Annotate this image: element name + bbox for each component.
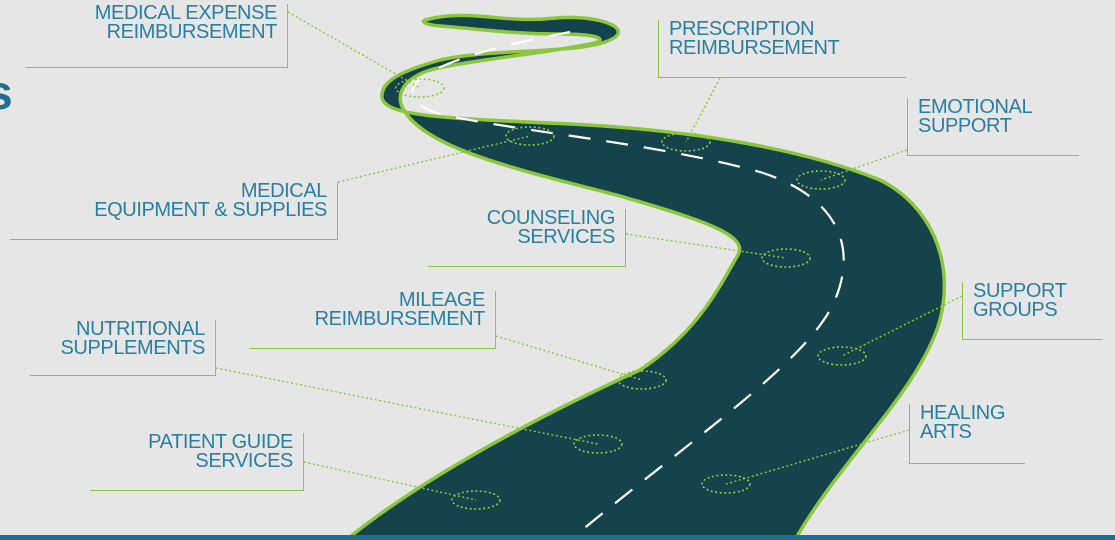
label-line: HEALING (920, 402, 1006, 424)
milestone-medical-equipment (505, 126, 555, 146)
label-patient-guide-services: PATIENT GUIDE SERVICES (90, 431, 304, 491)
label-line: COUNSELING (486, 207, 616, 229)
label-medical-expense-reimbursement: MEDICAL EXPENSE REIMBURSEMENT (26, 2, 288, 68)
label-line: SUPPORT (918, 115, 1012, 137)
label-prescription-reimbursement: PRESCRIPTION REIMBURSEMENT (658, 18, 906, 78)
label-line: EMOTIONAL (918, 96, 1033, 118)
connector-mileage (495, 335, 643, 381)
label-line: REIMBURSEMENT (669, 37, 840, 59)
label-line: MEDICAL (240, 180, 328, 202)
label-mileage-reimbursement: MILEAGE REIMBURSEMENT (250, 289, 496, 349)
label-medical-equipment-supplies: MEDICAL EQUIPMENT & SUPPLIES (10, 180, 338, 240)
label-line: MILEAGE (398, 289, 486, 311)
label-line: PATIENT GUIDE (148, 431, 293, 453)
bottom-accent-bar (0, 535, 1115, 540)
label-line: PRESCRIPTION (669, 18, 815, 40)
label-nutritional-supplements: NUTRITIONAL SUPPLEMENTS (30, 318, 216, 376)
road-lane-markings (411, 30, 845, 540)
label-line: SUPPLEMENTS (60, 337, 205, 359)
label-line: REIMBURSEMENT (106, 21, 278, 43)
milestone-healing-arts (701, 474, 751, 494)
milestone-medical-expense (395, 78, 445, 98)
label-counseling-services: COUNSELING SERVICES (428, 207, 626, 267)
label-line: MEDICAL EXPENSE (94, 2, 278, 24)
label-line: SUPPORT (973, 280, 1067, 302)
connector-medical-expense (287, 11, 421, 89)
label-line: GROUPS (973, 299, 1058, 321)
milestone-prescription (661, 132, 711, 152)
milestone-counseling (761, 248, 811, 268)
connector-nutritional (215, 367, 599, 445)
connector-healing-arts (725, 429, 910, 485)
milestone-patient-guide (451, 490, 501, 510)
milestone-nutritional (573, 434, 623, 454)
connector-emotional (820, 149, 908, 181)
milestone-emotional (796, 170, 846, 190)
label-emotional-support: EMOTIONAL SUPPORT (907, 96, 1079, 156)
label-healing-arts: HEALING ARTS (909, 402, 1025, 464)
label-line: EQUIPMENT & SUPPLIES (94, 199, 327, 221)
connector-prescription (685, 77, 721, 143)
partial-heading-fragment: s (0, 70, 13, 118)
label-line: ARTS (920, 421, 972, 443)
label-line: SERVICES (517, 226, 615, 248)
label-line: NUTRITIONAL (76, 318, 205, 340)
label-line: SERVICES (195, 450, 293, 472)
road-body (344, 13, 947, 540)
label-support-groups: SUPPORT GROUPS (962, 280, 1102, 340)
milestone-support-groups (817, 346, 867, 366)
connector-medical-equipment (337, 135, 531, 183)
milestone-mileage (617, 370, 667, 390)
label-line: REIMBURSEMENT (314, 308, 486, 330)
